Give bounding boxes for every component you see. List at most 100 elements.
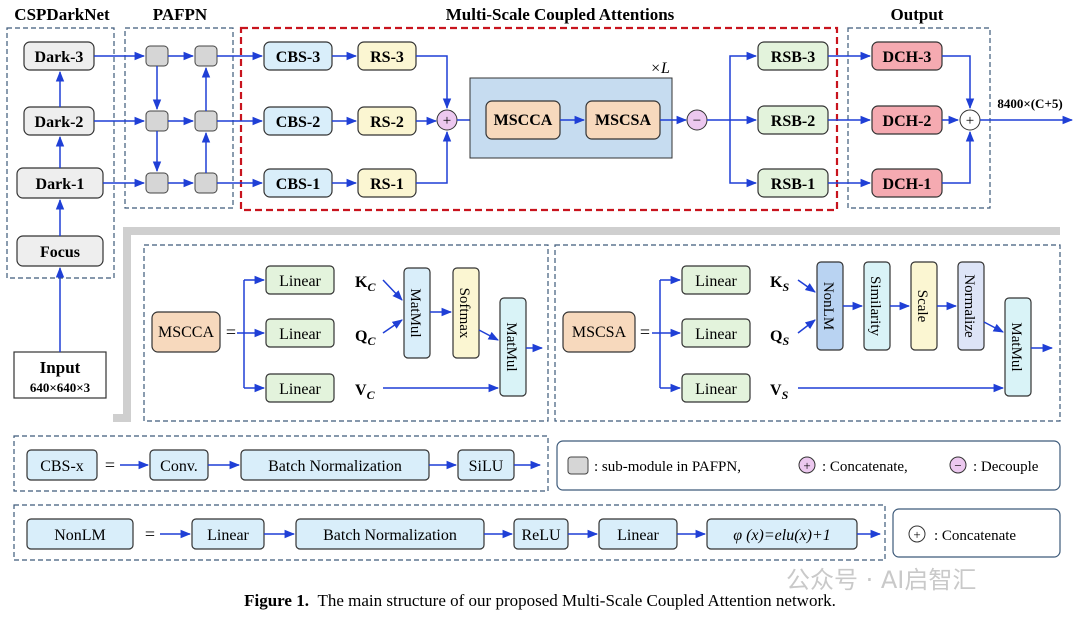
mscca-detail-label: MSCCA [158,324,214,341]
mscsa-matmul-label: MatMul [1008,322,1024,371]
cbs-bn-label: Batch Normalization [268,458,402,475]
cbs-def-block [26,449,98,481]
mscsa-detail-panel [554,244,1061,422]
mscca-label: MSCCA [494,112,553,129]
mscca-v: VC [355,382,376,402]
mscca-softmax [452,267,480,359]
nonlm-linear2-label: Linear [617,527,659,544]
mscsa-q: QS [770,328,789,348]
mscsa-normalize [957,261,985,351]
cbs2-label: CBS-2 [276,114,320,131]
rsb3-label: RSB-3 [771,49,815,66]
rsb2-label: RSB-2 [771,113,815,130]
dark3-label: Dark-3 [35,49,84,66]
nonlm-definition-panel [13,504,886,561]
dark2-label: Dark-2 [35,114,84,131]
legend-submodule-swatch [567,456,589,475]
watermark: 公众号 · AI启智汇 [786,566,977,594]
mscca-eq: = [226,322,236,342]
legend-submodule-text: : sub-module in PAFPN, [594,459,741,475]
pafpn-node [145,172,169,194]
header-pafpn: PAFPN [153,5,208,24]
cbs-definition-panel [13,435,549,492]
mscsa-matmul [1004,297,1032,397]
legend-concat-icon [798,456,816,474]
mscca-linear-q-label: Linear [279,326,321,343]
mscca-matmul2-label: MatMul [503,322,519,371]
nonlm-def-block [26,518,134,550]
mscsa-eq: = [640,322,650,342]
mscca-matmul1 [403,267,431,359]
figure-number: Figure 1. [244,591,309,610]
dch2-label: DCH-2 [883,113,932,130]
mscca-linear-v-label: Linear [279,381,321,398]
legend-decouple-icon [949,456,967,474]
mscca-detail-panel [143,244,549,422]
legend2-concat-text: : Concatenate [934,528,1016,544]
rs3-label: RS-3 [370,49,404,66]
silu-label: SiLU [469,458,504,475]
mscsa-linear-q-label: Linear [695,326,737,343]
focus-label: Focus [40,244,80,261]
mscca-softmax-label: Softmax [456,288,472,339]
legend-concat-text: : Concatenate, [822,459,908,475]
input-block [13,351,107,399]
mscca-linear-q [265,318,335,348]
figure-caption: Figure 1. The main structure of our prop… [0,591,1080,611]
caption-text: The main structure of our proposed Multi… [317,591,836,610]
architecture-diagram: CSPDarkNet PAFPN Multi-Scale Coupled Att… [6,5,1074,561]
mscca-matmul1-label: MatMul [407,288,423,337]
elu-label: φ (x)=elu(x)+1 [733,527,831,544]
mscca-matmul2 [499,297,527,397]
pafpn-node [145,110,169,132]
cbs-def-eq: = [105,455,115,475]
pafpn-node [145,45,169,67]
mscca-detail-block [151,311,221,353]
legend2-panel [892,508,1061,558]
separator [113,227,1060,422]
pafpn-node [194,45,218,67]
legend2-concat-icon [908,525,926,543]
mscca-linear-v [265,373,335,403]
header-output: Output [891,5,944,24]
rsb1-label: RSB-1 [771,176,815,193]
repeat-label: ×L [650,60,670,77]
mscca-linear-k-label: Linear [279,273,321,290]
cbs-def-label: CBS-x [40,458,84,475]
legend-plus-symbol: + [803,458,810,473]
dark1-label: Dark-1 [36,176,85,193]
relu-label: ReLU [521,527,561,544]
mscsa-linear-v [681,373,751,403]
nonlm-bn-label: Batch Normalization [323,527,457,544]
rs2-label: RS-2 [370,114,404,131]
mscca-q: QC [355,328,376,348]
pafpn-node [194,172,218,194]
mscsa-linear-k-label: Linear [695,273,737,290]
output-concat-symbol: + [966,113,974,129]
header-msca: Multi-Scale Coupled Attentions [446,5,675,24]
mscsa-v: VS [770,382,789,402]
dch3-label: DCH-3 [883,49,932,66]
msca-group [239,26,839,212]
dch1-label: DCH-1 [883,176,932,193]
mscca-k: KC [355,274,376,294]
cbs1-label: CBS-1 [276,176,320,193]
output-group [847,27,991,209]
header-cspdarknet: CSPDarkNet [14,5,110,24]
mscca-linear-k [265,265,335,295]
legend2-plus-symbol: + [913,527,920,542]
decouple-symbol: − [693,113,701,129]
input-label: Input [40,358,81,377]
mscsa-detail-label: MSCSA [572,324,627,341]
mscsa-normalize-label: Normalize [961,274,977,338]
cbs3-label: CBS-3 [276,49,320,66]
output-size: 8400×(C+5) [997,96,1062,111]
nonlm-def-eq: = [145,524,155,544]
nonlm-linear1-label: Linear [207,527,249,544]
pafpn-node [194,110,218,132]
mscsa-linear-k [681,265,751,295]
mscsa-scale-label: Scale [914,290,930,323]
legend-decouple-text: : Decouple [973,459,1039,475]
input-size: 640×640×3 [30,380,91,395]
legend-minus-symbol: − [954,458,961,473]
